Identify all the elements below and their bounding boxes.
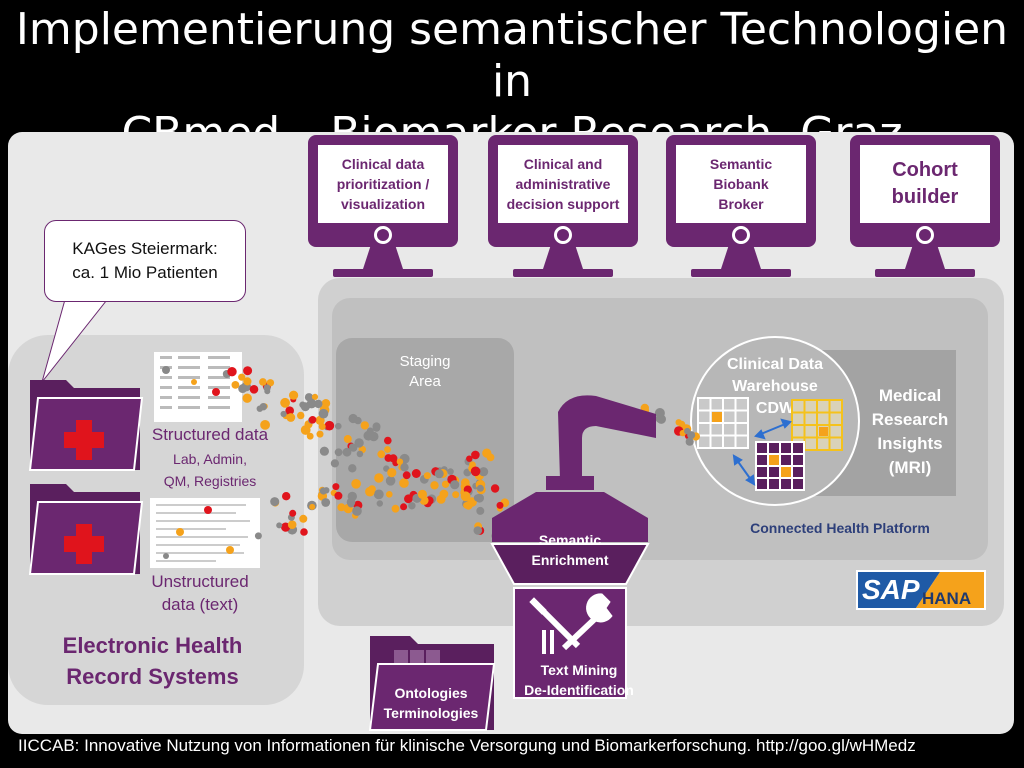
monitor-power-icon bbox=[554, 226, 572, 244]
text-mining-label: Text Mining De-Identification bbox=[524, 662, 634, 698]
monitor-clinical-data: Clinical data prioritization / visualiza… bbox=[308, 135, 458, 280]
purple-grid-icon bbox=[755, 441, 805, 491]
tools-icon bbox=[529, 593, 613, 654]
white-grid-icon bbox=[697, 397, 749, 449]
mri-label: Medical Research Insights (MRI) bbox=[871, 386, 949, 477]
monitor-power-icon bbox=[732, 226, 750, 244]
structured-data-sublabel: Lab, Admin, QM, Registries bbox=[163, 451, 257, 489]
ontologies-folder-icon bbox=[368, 636, 496, 731]
exchange-arrows-icon bbox=[732, 418, 792, 486]
cdw-grids bbox=[697, 397, 843, 491]
hana-wordmark: HANA bbox=[922, 589, 972, 608]
structured-data-thumbnail bbox=[154, 352, 242, 422]
medical-folder-icon bbox=[28, 380, 144, 471]
sap-hana-logo: SAP HANA bbox=[856, 570, 986, 610]
footer-citation: IICCAB: Innovative Nutzung von Informati… bbox=[18, 736, 916, 755]
sap-wordmark: SAP bbox=[862, 574, 920, 605]
title-line-1: Implementierung semantischer Technologie… bbox=[15, 4, 1009, 107]
staging-area-label: Staging Area bbox=[399, 353, 451, 390]
monitor-cohort-builder: Cohort builder bbox=[850, 135, 1000, 280]
unstructured-data-label: Unstructured data (text) bbox=[151, 572, 249, 614]
monitor-power-icon bbox=[374, 226, 392, 244]
semantic-enrichment-funnel bbox=[490, 395, 656, 699]
unstructured-data-thumbnail bbox=[150, 498, 260, 568]
medical-folder-icon bbox=[28, 484, 144, 575]
monitor-biobank-broker: Semantic Biobank Broker bbox=[666, 135, 816, 280]
cdw-label: Clinical Data Warehouse CDW bbox=[726, 356, 824, 417]
semantic-enrichment-label: Semantic Enrichment bbox=[531, 532, 609, 568]
ehr-systems-label: Electronic Health Record Systems bbox=[62, 633, 243, 689]
sap-hana-logo-mark bbox=[858, 572, 984, 608]
monitor-power-icon bbox=[916, 226, 934, 244]
speech-bubble-tail bbox=[41, 290, 112, 383]
connected-health-platform-label: Connected Health Platform bbox=[750, 520, 930, 536]
monitor-decision-support: Clinical and administrative decision sup… bbox=[488, 135, 638, 280]
speech-bubble: KAGes Steiermark: ca. 1 Mio Patienten bbox=[44, 220, 246, 302]
ontologies-label: Ontologies Terminologies bbox=[383, 685, 479, 721]
structured-data-label: Structured data bbox=[151, 425, 269, 444]
